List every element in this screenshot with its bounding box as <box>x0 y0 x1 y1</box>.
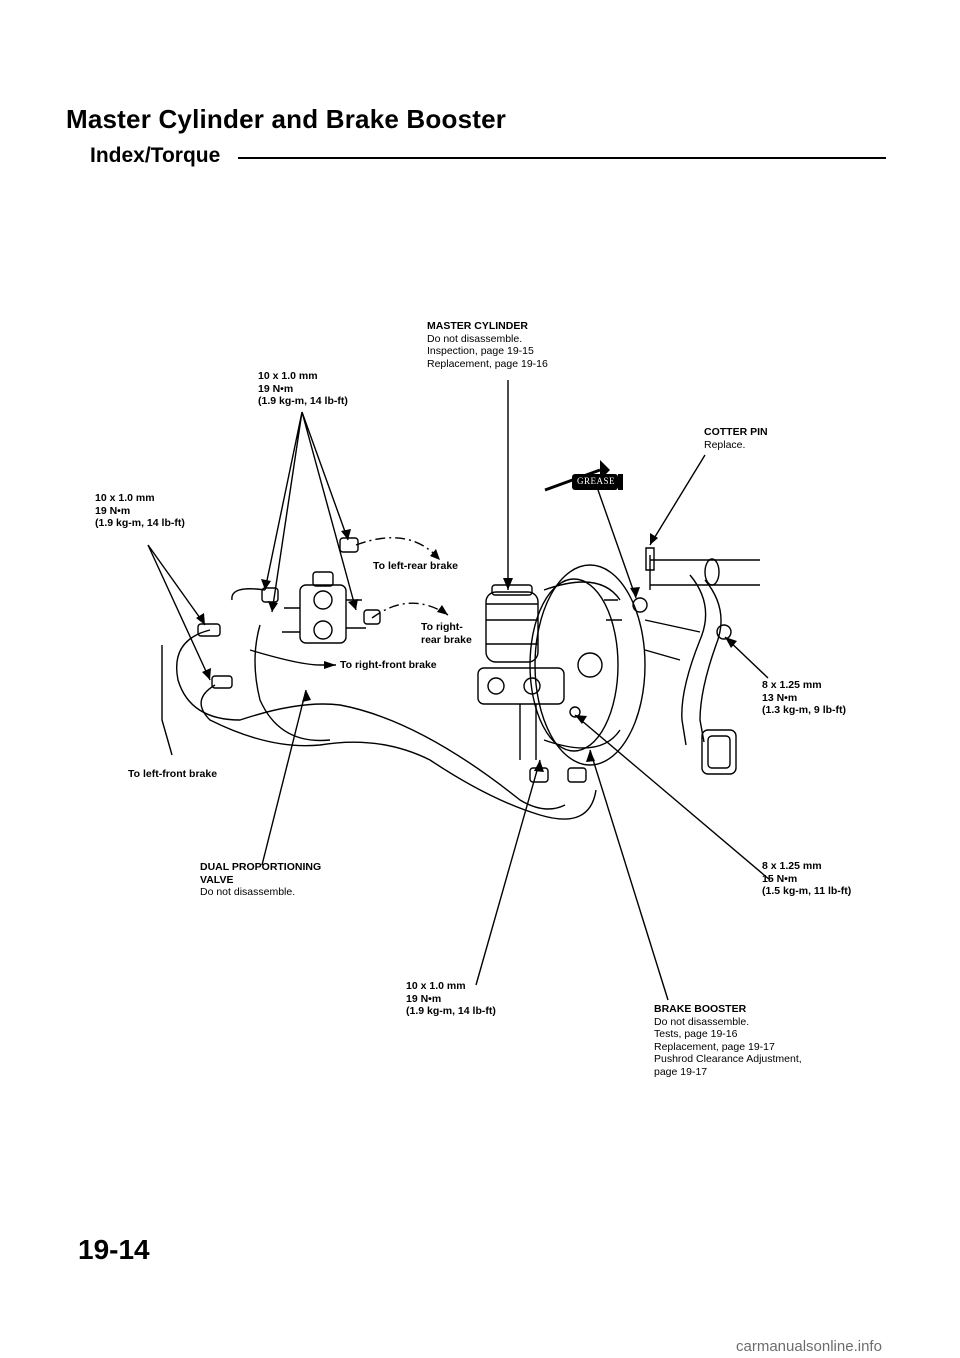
grease-icon <box>544 460 623 492</box>
brake-line-right-front <box>249 649 336 666</box>
grease-text: GREASE <box>577 476 616 486</box>
brake-line-right-rear <box>371 602 449 619</box>
brake-line-main-1 <box>176 629 566 810</box>
leader-torque-left <box>147 544 211 681</box>
watermark: carmanualsonline.info <box>736 1338 882 1355</box>
page-number: 19-14 <box>78 1234 150 1265</box>
subtitle-rule <box>238 157 886 159</box>
booster-drum-back <box>534 564 646 766</box>
brake-line-to-pv <box>231 588 266 601</box>
leader-torque-bottom <box>475 759 541 986</box>
label-torque-8-15: 8 x 1.25 mm 15 N•m (1.5 kg-m, 11 lb-ft) <box>762 860 852 897</box>
label-torque-8-13: 8 x 1.25 mm 13 N•m (1.3 kg-m, 9 lb-ft) <box>762 679 847 716</box>
label-brake-booster: BRAKE BOOSTER Do not disassemble. Tests,… <box>654 1003 802 1078</box>
master-cylinder-body <box>477 667 565 705</box>
brake-line-left-rear <box>355 537 441 561</box>
label-torque-left: 10 x 1.0 mm 19 N•m (1.9 kg-m, 14 lb-ft) <box>95 492 185 529</box>
label-torque-bottom: 10 x 1.0 mm 19 N•m (1.9 kg-m, 14 lb-ft) <box>406 980 496 1017</box>
page-title: Master Cylinder and Brake Booster <box>66 104 507 134</box>
leader-left-front <box>161 645 173 756</box>
label-to-left-rear-brake: To left-rear brake <box>373 560 458 572</box>
label-dual-proportioning-valve: DUAL PROPORTIONING VALVE Do not disassem… <box>200 861 322 898</box>
brake-pedal-arm <box>681 574 722 746</box>
leader-dual-valve <box>261 689 307 866</box>
brake-line-loop <box>254 624 331 742</box>
label-master-cylinder: MASTER CYLINDER Do not disassemble. Insp… <box>427 320 548 370</box>
leader-cotter-pin <box>649 454 706 546</box>
booster-drum-front <box>529 578 619 752</box>
reservoir <box>485 591 539 663</box>
leader-brake-booster <box>589 749 669 1001</box>
brake-pedal-pad <box>701 729 737 775</box>
section-subtitle: Index/Torque <box>90 144 221 167</box>
cotter-pin <box>645 547 655 571</box>
label-to-left-front-brake: To left-front brake <box>128 768 218 780</box>
label-torque-top: 10 x 1.0 mm 19 N•m (1.9 kg-m, 14 lb-ft) <box>258 370 348 407</box>
proportioning-valve-body <box>299 584 347 644</box>
label-to-right-rear-brake: To right- rear brake <box>421 621 472 646</box>
leader-torque-top <box>264 411 357 613</box>
label-to-right-front-brake: To right-front brake <box>340 659 437 671</box>
leader-grease <box>597 489 637 599</box>
brake-line-main-2 <box>200 684 597 820</box>
label-cotter-pin: COTTER PIN Replace. <box>704 426 768 451</box>
